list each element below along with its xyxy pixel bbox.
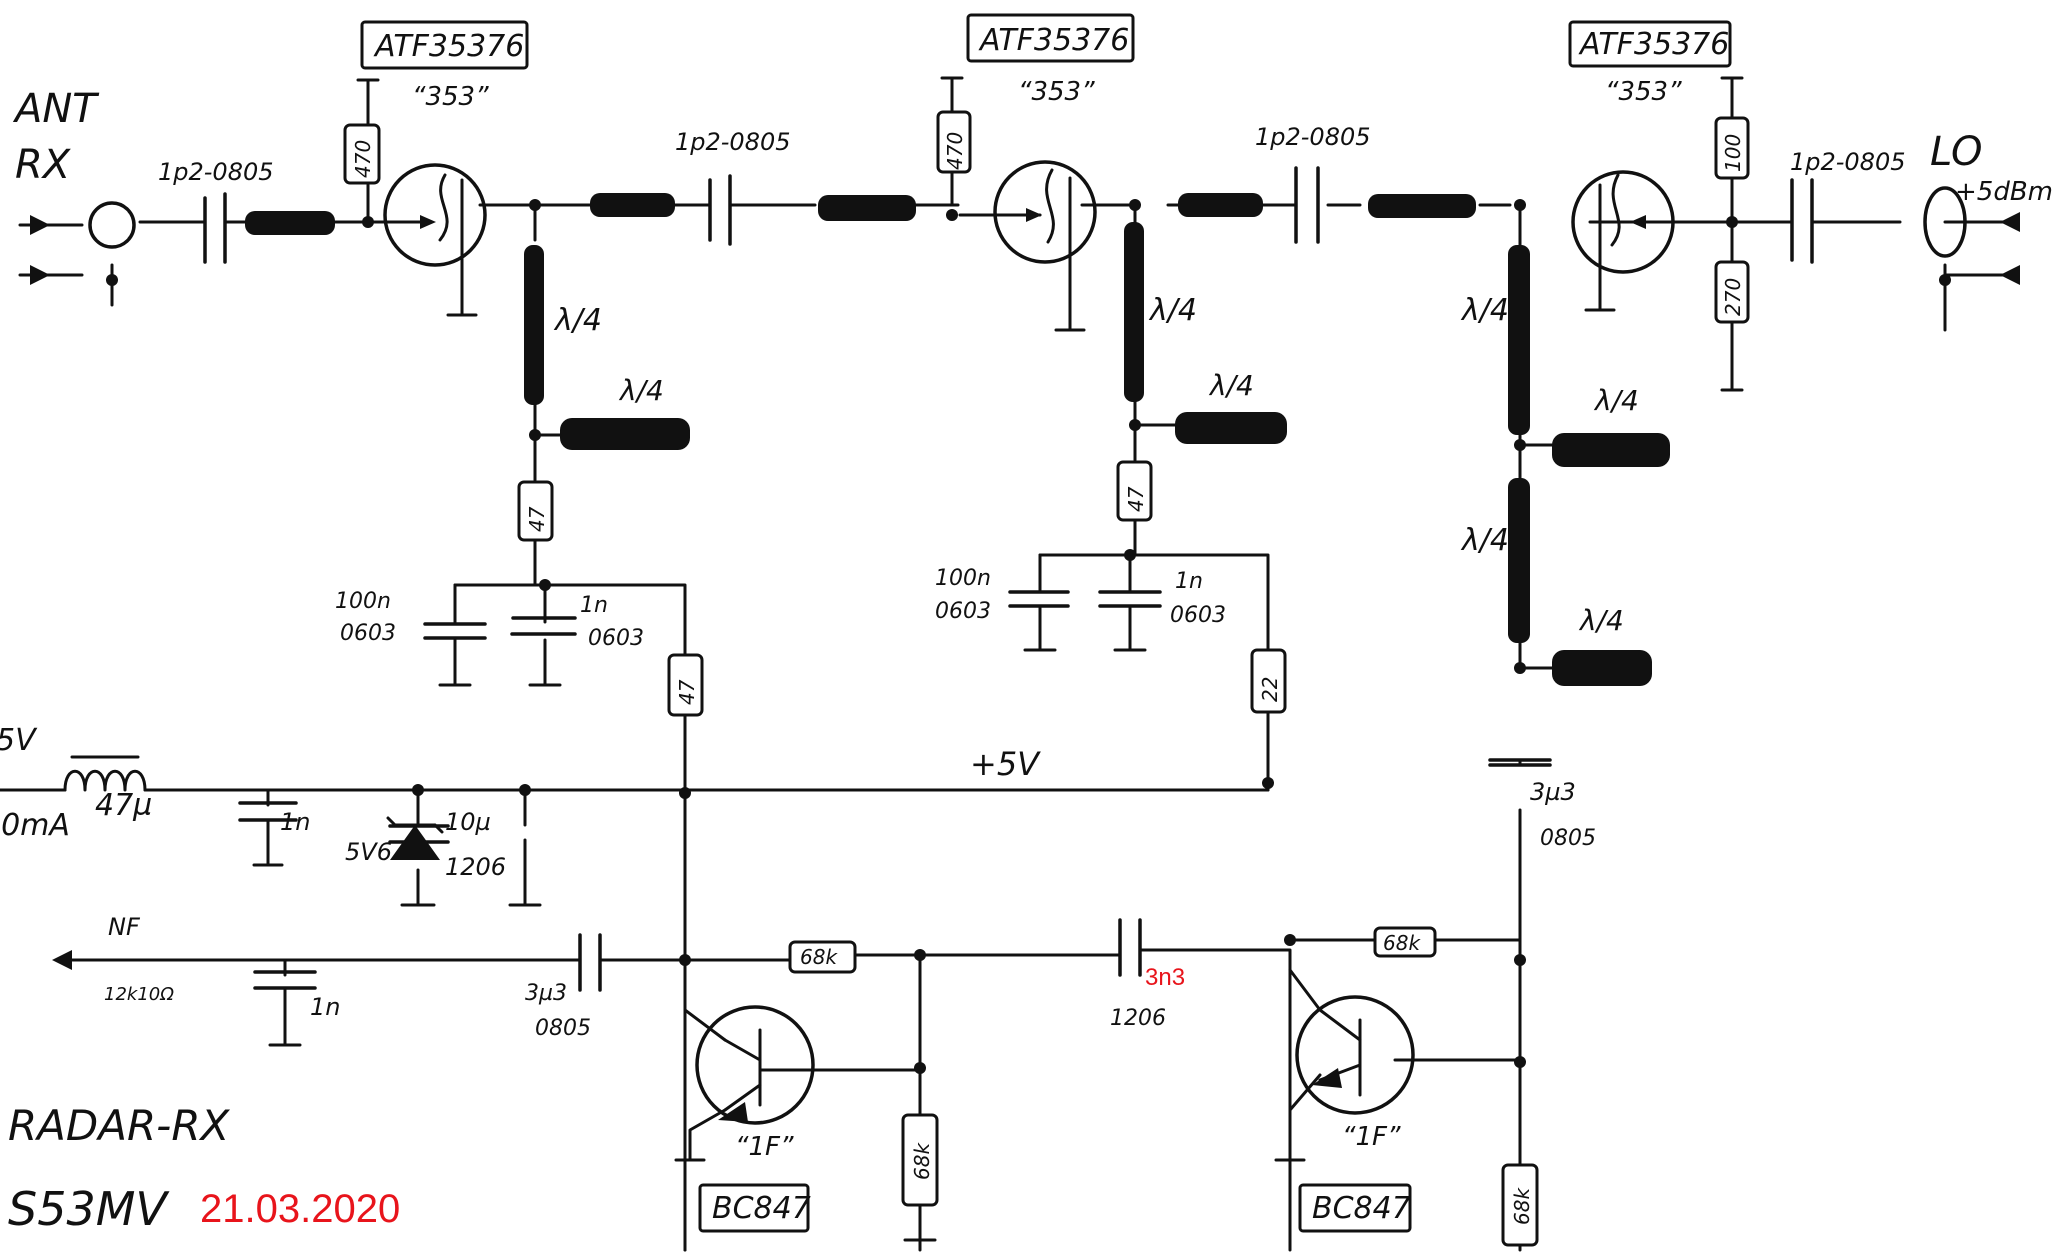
interstage-cap: 3n3 bbox=[1145, 964, 1185, 991]
cap-label-4: 1p2-0805 bbox=[1790, 148, 1906, 176]
gate-resistor-labels: 470 470 100 270 bbox=[351, 132, 1745, 316]
wires bbox=[0, 76, 2012, 1252]
s1-cbig: 100n bbox=[335, 589, 391, 614]
if-resistor-labels: 68k 68k 68k 68k bbox=[800, 931, 1534, 1225]
lambda-label-3: λ/4 bbox=[1148, 293, 1197, 328]
rx-label: RX bbox=[15, 142, 72, 188]
zener-value: 5V6 bbox=[345, 838, 392, 866]
bjt-q4 bbox=[695, 1005, 815, 1125]
bulk-pkg: 1206 bbox=[445, 853, 506, 881]
nf-output-arrow bbox=[52, 950, 72, 970]
interstage-cap-pkg: 1206 bbox=[1110, 1006, 1166, 1031]
svg-text:470: 470 bbox=[351, 140, 375, 178]
supply-current: 10mA bbox=[0, 808, 70, 843]
supply-voltage: 5V bbox=[0, 723, 38, 758]
lo-label: LO bbox=[1930, 129, 1983, 175]
ant-connector bbox=[30, 201, 136, 285]
svg-text:100: 100 bbox=[1721, 134, 1745, 172]
choke-value: 47µ bbox=[95, 788, 152, 823]
out-cap: 3µ3 bbox=[525, 981, 567, 1006]
nf-label: NF bbox=[108, 913, 141, 941]
bjt-q5 bbox=[1295, 995, 1415, 1115]
bulk-value: 10µ bbox=[445, 808, 491, 836]
choke-inductor bbox=[63, 755, 147, 792]
cap-label-1: 1p2-0805 bbox=[158, 158, 274, 186]
bypass-value: 1n bbox=[280, 808, 310, 836]
svg-text:68k: 68k bbox=[1383, 931, 1421, 955]
svg-text:68k: 68k bbox=[800, 945, 838, 969]
lambda-label-6: λ/4 bbox=[1593, 384, 1639, 417]
s2-cbig: 100n bbox=[935, 566, 991, 591]
svg-text:68k: 68k bbox=[1510, 1187, 1534, 1225]
lambda-label-7: λ/4 bbox=[1460, 523, 1509, 558]
nf-impedance: 12k10Ω bbox=[104, 984, 174, 1005]
out-bypass: 1n bbox=[310, 993, 340, 1021]
fet-q2 bbox=[958, 160, 1097, 264]
marking-q2: “353” bbox=[1018, 77, 1095, 107]
marking-q1: “353” bbox=[412, 82, 489, 112]
out-cap-pkg: 0805 bbox=[535, 1016, 591, 1041]
drain-resistors bbox=[517, 460, 1287, 717]
lambda-label-2: λ/4 bbox=[618, 374, 664, 407]
lambda-label-5: λ/4 bbox=[1460, 293, 1509, 328]
fet-q3 bbox=[1571, 170, 1732, 274]
svg-text:47: 47 bbox=[675, 679, 699, 705]
lambda-label-1: λ/4 bbox=[553, 303, 602, 338]
title-date: 21.03.2020 bbox=[200, 1187, 400, 1231]
zener-diode bbox=[386, 816, 444, 860]
svg-text:47: 47 bbox=[1124, 486, 1148, 512]
s1-cbig-pkg: 0603 bbox=[340, 621, 396, 646]
part-q5: BC847 bbox=[1312, 1191, 1411, 1226]
marking-q3: “353” bbox=[1605, 77, 1682, 107]
marking-q4: “1F” bbox=[735, 1132, 794, 1162]
part-q2: ATF35376 bbox=[978, 23, 1129, 58]
cap-label-2: 1p2-0805 bbox=[675, 128, 791, 156]
cap-label-3: 1p2-0805 bbox=[1255, 123, 1371, 151]
svg-text:47: 47 bbox=[525, 506, 549, 532]
lambda-label-4: λ/4 bbox=[1208, 369, 1254, 402]
s2-csmall-pkg: 0603 bbox=[1170, 603, 1226, 628]
if-resistors bbox=[788, 926, 1539, 1247]
drain-resistor-labels: 47 47 47 22 bbox=[525, 486, 1282, 705]
ant-label: ANT bbox=[12, 86, 100, 132]
part-boxes bbox=[360, 13, 1732, 1233]
lambda-label-8: λ/4 bbox=[1578, 604, 1624, 637]
title-callsign: S53MV bbox=[8, 1182, 170, 1236]
s1-csmall-pkg: 0603 bbox=[588, 626, 644, 651]
lo-connector bbox=[1923, 186, 2020, 285]
text-labels: ATF35376 “353” ATF35376 “353” ATF35376 “… bbox=[0, 23, 2053, 1236]
decoupling-caps bbox=[238, 590, 1552, 992]
s2-cbig-pkg: 0603 bbox=[935, 599, 991, 624]
s3-ccouple: 3µ3 bbox=[1530, 778, 1576, 806]
s2-csmall: 1n bbox=[1175, 569, 1203, 594]
s1-csmall: 1n bbox=[580, 593, 608, 618]
title-radar-rx: RADAR-RX bbox=[8, 1101, 231, 1150]
microstrip-lines bbox=[245, 193, 1670, 686]
part-q3: ATF35376 bbox=[1578, 27, 1729, 62]
part-q1: ATF35376 bbox=[373, 29, 524, 64]
fet-q1 bbox=[373, 163, 487, 267]
svg-text:270: 270 bbox=[1721, 278, 1745, 316]
s3-ccouple-pkg: 0805 bbox=[1540, 826, 1596, 851]
marking-q5: “1F” bbox=[1342, 1122, 1401, 1152]
svg-text:470: 470 bbox=[943, 132, 967, 170]
svg-text:22: 22 bbox=[1258, 677, 1282, 702]
gate-resistors bbox=[343, 110, 1750, 324]
lo-level: +5dBm bbox=[1955, 177, 2053, 207]
rail-label: +5V bbox=[970, 745, 1041, 783]
svg-text:68k: 68k bbox=[910, 1142, 934, 1180]
part-q4: BC847 bbox=[712, 1191, 811, 1226]
rf-coupling-caps bbox=[203, 166, 1814, 264]
